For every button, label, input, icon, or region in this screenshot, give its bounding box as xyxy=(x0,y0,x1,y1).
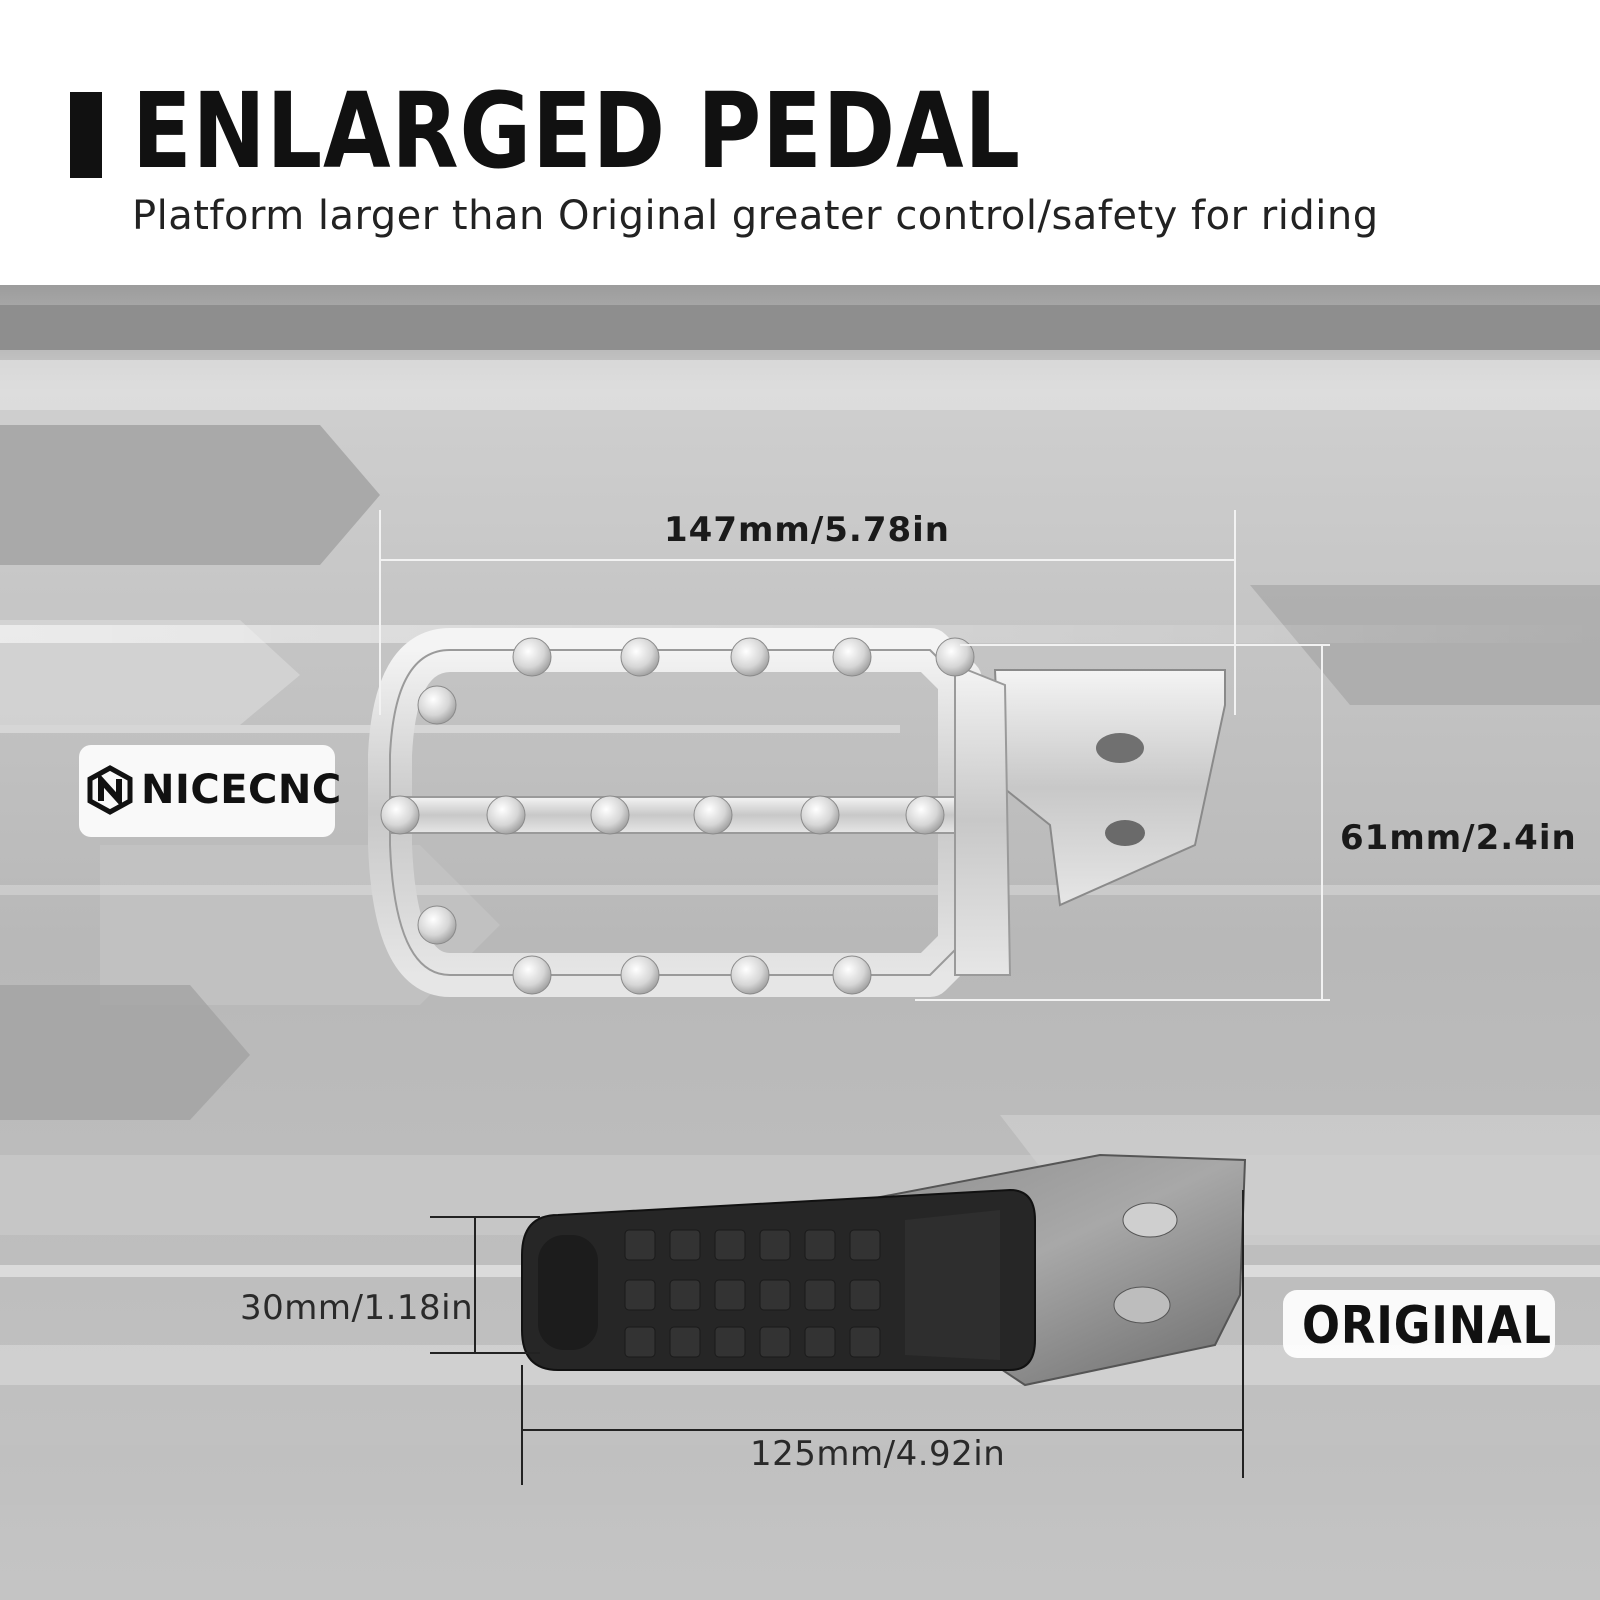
original-pedal-height-label: 30mm/1.18in xyxy=(240,1288,474,1328)
enlarged-pedal-width-label: 147mm/5.78in xyxy=(664,510,950,550)
header: ENLARGED PEDAL Platform larger than Orig… xyxy=(0,0,1600,285)
original-pedal-dimension-lines xyxy=(430,1190,1244,1485)
original-pedal-width-label: 125mm/4.92in xyxy=(750,1434,1006,1474)
original-badge: ORIGINAL xyxy=(1283,1290,1555,1358)
original-pedal-image xyxy=(521,1153,1247,1387)
page-subtitle: Platform larger than Original greater co… xyxy=(132,193,1379,239)
background-graphic xyxy=(0,285,1600,1600)
original-badge-label: ORIGINAL xyxy=(1302,1296,1552,1356)
enlarged-pedal-height-label: 61mm/2.4in xyxy=(1340,818,1577,858)
page-title: ENLARGED PEDAL xyxy=(132,70,1021,192)
title-accent-bar xyxy=(70,92,102,178)
nicecnc-logo-icon xyxy=(87,765,133,815)
brand-name: NICECNC xyxy=(141,767,342,813)
brand-badge: NICECNC xyxy=(79,745,341,837)
enlarged-pedal-image xyxy=(368,628,1226,997)
enlarged-pedal-dimension-lines xyxy=(379,510,1330,1001)
